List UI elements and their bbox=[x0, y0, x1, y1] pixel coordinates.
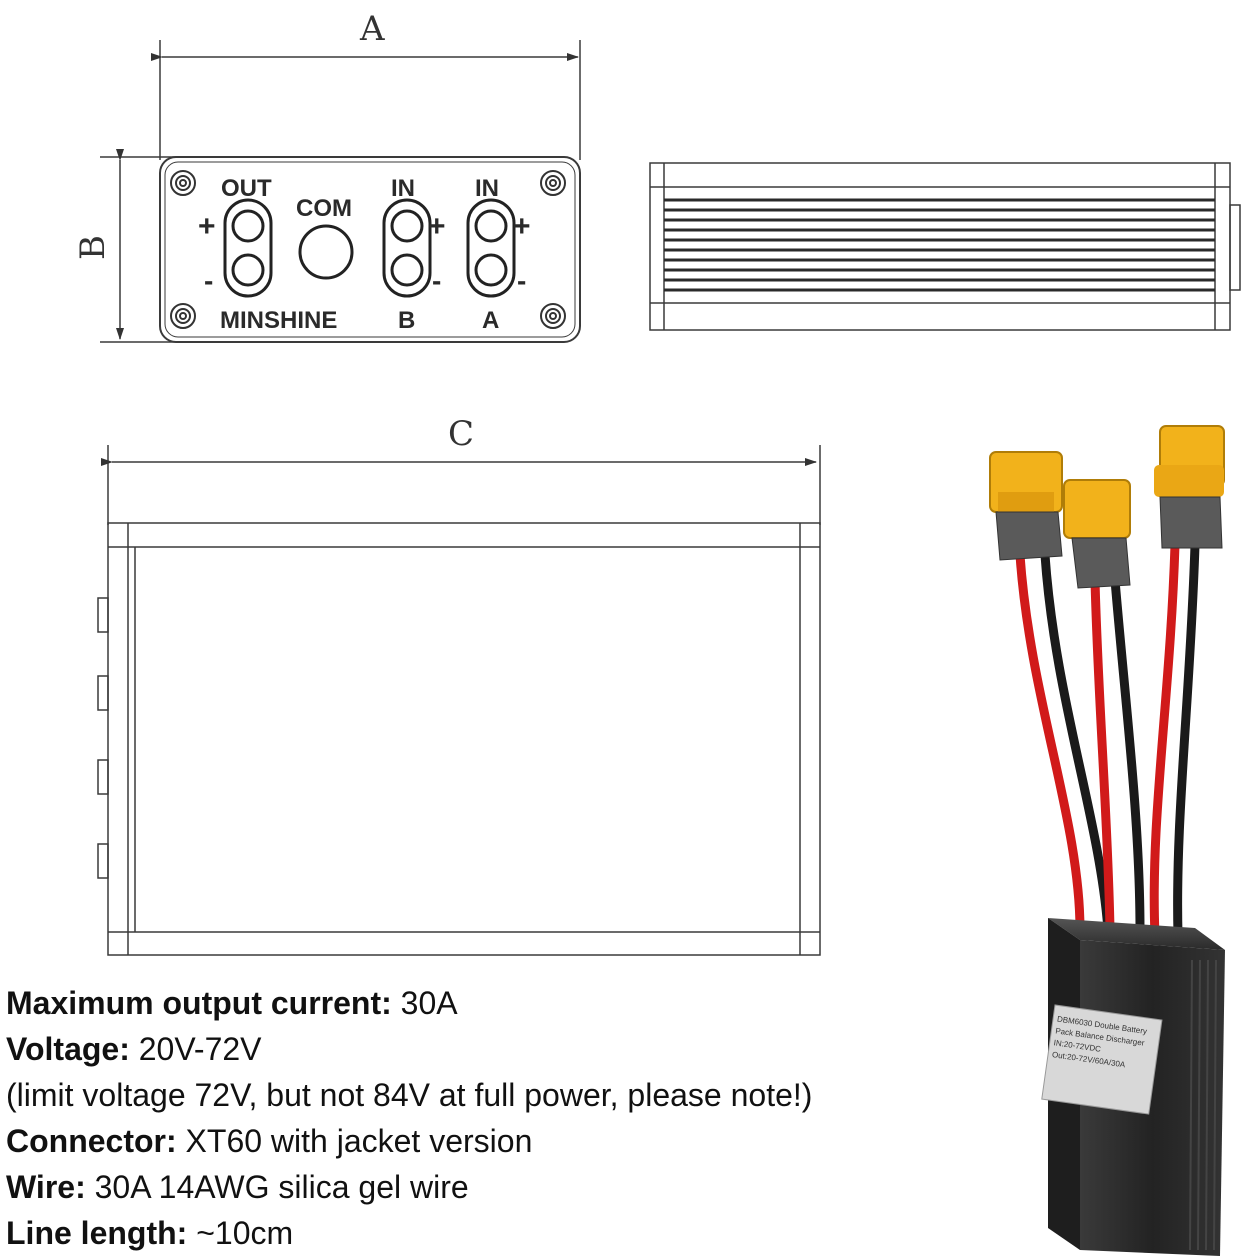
product-photo: DBM6030 Double Battery Pack Balance Disc… bbox=[989, 425, 1225, 1256]
spec-label: Wire: bbox=[6, 1169, 86, 1205]
xt60-connector bbox=[1154, 425, 1225, 549]
xt60-connector bbox=[989, 451, 1063, 561]
port-b-label: B bbox=[398, 307, 415, 334]
plus-sign: + bbox=[428, 210, 446, 243]
out-label: OUT bbox=[221, 175, 272, 202]
spec-value: 30A bbox=[391, 985, 458, 1021]
dimension-c-label: C bbox=[448, 414, 474, 454]
side-view bbox=[649, 162, 1241, 331]
brand-label: MINSHINE bbox=[220, 307, 337, 334]
spec-list: Maximum output current: 30A Voltage: 20V… bbox=[6, 980, 812, 1256]
port-a-label: A bbox=[482, 307, 499, 334]
screw-icon bbox=[170, 303, 196, 329]
spec-value: XT60 with jacket version bbox=[176, 1123, 533, 1159]
minus-sign: - bbox=[204, 265, 213, 296]
spec-value: (limit voltage 72V, but not 84V at full … bbox=[6, 1077, 813, 1113]
out-port bbox=[223, 198, 273, 298]
spec-value: ~10cm bbox=[187, 1215, 294, 1251]
minus-sign: - bbox=[432, 265, 441, 296]
xt60-connector bbox=[1063, 479, 1131, 589]
in-b-port bbox=[382, 198, 432, 298]
spec-label: Voltage: bbox=[6, 1031, 130, 1067]
wires bbox=[1015, 540, 1200, 940]
in-a-port bbox=[466, 198, 516, 298]
spec-label: Connector: bbox=[6, 1123, 177, 1159]
dimension-c bbox=[101, 445, 821, 525]
dimension-a bbox=[151, 40, 581, 160]
plus-sign: + bbox=[513, 210, 531, 243]
screw-icon bbox=[170, 170, 196, 196]
screw-icon bbox=[540, 303, 566, 329]
spec-voltage: Voltage: 20V-72V bbox=[6, 1026, 812, 1072]
com-label: COM bbox=[296, 195, 352, 222]
in-b-label: IN bbox=[391, 175, 415, 202]
screw-icon bbox=[540, 170, 566, 196]
dimension-a-label: A bbox=[359, 9, 385, 49]
spec-value: 20V-72V bbox=[129, 1031, 262, 1067]
product-label: DBM6030 Double Battery Pack Balance Disc… bbox=[1041, 1004, 1163, 1115]
spec-connector: Connector: XT60 with jacket version bbox=[6, 1118, 812, 1164]
in-a-label: IN bbox=[475, 175, 499, 202]
spec-line-length: Line length: ~10cm bbox=[6, 1210, 812, 1256]
spec-value: 30A 14AWG silica gel wire bbox=[85, 1169, 469, 1205]
front-panel: OUT COM IN IN MINSHINE B A + - + - + - bbox=[159, 156, 581, 343]
dimension-b bbox=[100, 149, 178, 343]
spec-label: Line length: bbox=[6, 1215, 188, 1251]
spec-voltage-note: (limit voltage 72V, but not 84V at full … bbox=[6, 1072, 812, 1118]
dimension-b-label: B bbox=[73, 235, 113, 260]
spec-wire: Wire: 30A 14AWG silica gel wire bbox=[6, 1164, 812, 1210]
spec-max-current: Maximum output current: 30A bbox=[6, 980, 812, 1026]
minus-sign: - bbox=[517, 265, 526, 296]
com-port bbox=[298, 224, 354, 280]
heatsink-fins bbox=[664, 198, 1215, 292]
plus-sign: + bbox=[198, 210, 216, 243]
spec-label: Maximum output current: bbox=[6, 985, 392, 1021]
top-view bbox=[97, 522, 821, 956]
